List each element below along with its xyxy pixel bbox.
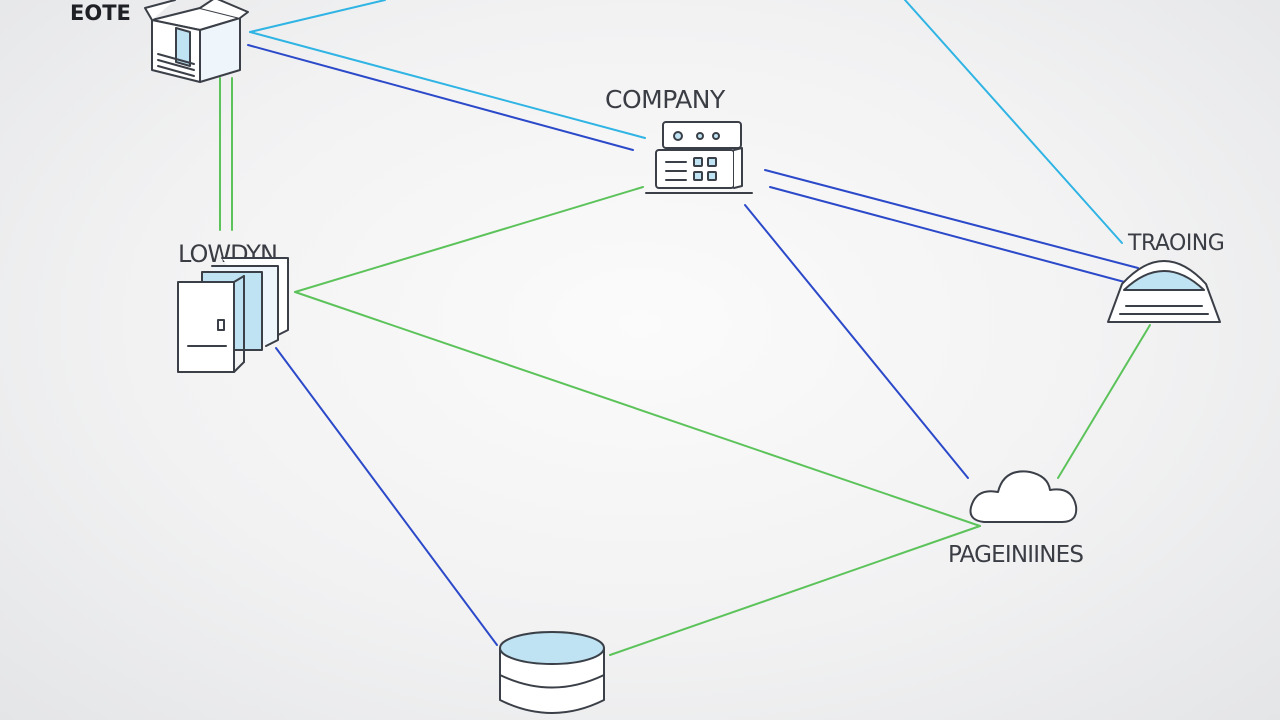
database-icon [499, 631, 605, 714]
link-company-trading-blue-1 [764, 169, 1139, 269]
cloud-icon [969, 470, 1078, 523]
link-eote-top-cyan [249, 0, 386, 33]
link-lowdyn-pageinfo-green [294, 291, 981, 527]
network-appliance-icon [645, 121, 753, 194]
link-lowdyn-company-green [294, 186, 644, 293]
node-trading[interactable]: TRAOING [1107, 231, 1225, 323]
link-eote-company-blue [247, 44, 634, 151]
connections [219, 0, 1151, 656]
server-stack-icon [177, 257, 289, 373]
node-pageinfo[interactable]: PAGEINIINES [948, 470, 1084, 568]
link-pageinfo-database-green [609, 525, 981, 656]
link-lowdyn-database-blue [275, 347, 498, 646]
link-company-pageinfo-blue [744, 204, 969, 479]
node-company[interactable]: COMPANY [605, 85, 753, 194]
link-eote-company-cyan [249, 31, 646, 139]
node-lowdyn[interactable]: LOWDYN [177, 240, 289, 373]
node-database[interactable] [499, 631, 605, 714]
box-server-icon [144, 0, 249, 83]
node-company-label: COMPANY [605, 85, 726, 114]
link-top-trading-cyan [904, 0, 1123, 244]
node-eote[interactable]: EOTE [70, 0, 249, 83]
node-pageinfo-label: PAGEINIINES [948, 542, 1083, 568]
link-company-trading-blue-2 [769, 186, 1133, 285]
node-eote-label: EOTE [70, 1, 131, 25]
link-pageinfo-trading-green [1057, 324, 1151, 479]
node-trading-label: TRAOING [1127, 231, 1224, 256]
dome-router-icon [1107, 260, 1221, 323]
